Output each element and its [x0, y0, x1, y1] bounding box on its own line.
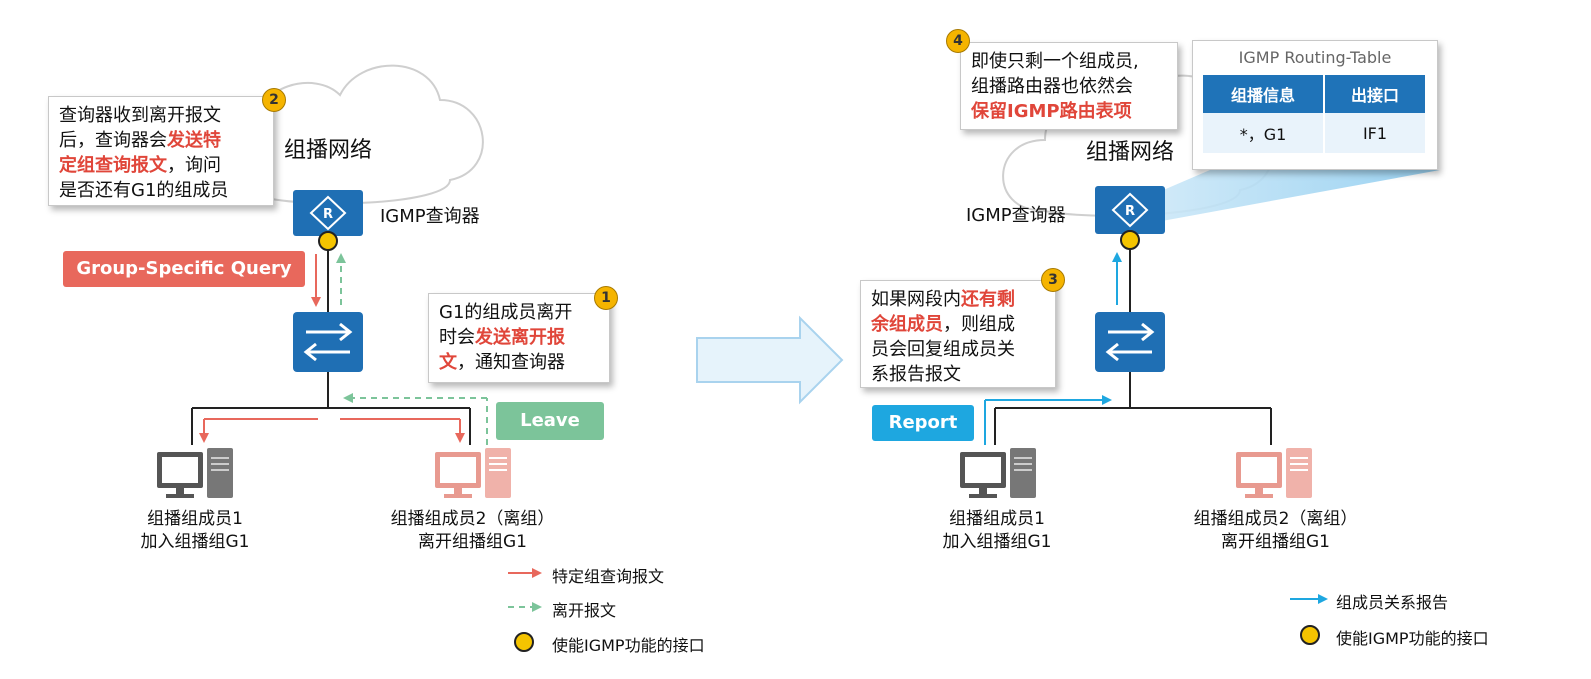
step-badge-3: 3 — [1041, 268, 1065, 292]
callout1-line3: 文，通知查询器 — [439, 350, 599, 375]
left-host1-computer-icon — [157, 448, 233, 498]
callout1-line2a: 时会 — [439, 327, 475, 348]
callout1-line1: G1的组成员离开 — [439, 302, 573, 323]
routing-table-header-interface: 出接口 — [1324, 75, 1425, 113]
left-switch — [293, 312, 363, 372]
leave-tag: Leave — [496, 402, 604, 440]
callout2-line3b: ，询问 — [167, 155, 221, 176]
callout1-line2b: 发送离开报 — [475, 327, 565, 348]
callout3-line1: 如果网段内还有剩 — [871, 287, 1045, 312]
table-row: *，G1 IF1 — [1203, 113, 1425, 153]
callout2-line3a: 定组查询报文 — [59, 155, 167, 176]
callout2-line1: 查询器收到离开报文 — [59, 105, 221, 126]
right-router: R — [1095, 186, 1165, 234]
callout2-line4: 是否还有G1的组成员 — [59, 180, 229, 201]
callout3-line2: 余组成员，则组成 — [871, 312, 1045, 337]
step-badge-2: 2 — [262, 88, 286, 112]
left-host1-line1: 组播组成员1 — [147, 509, 243, 529]
legend-right-igmp-label: 使能IGMP功能的接口 — [1336, 629, 1489, 648]
callout2-line2b: 发送特 — [167, 130, 221, 151]
right-switch — [1095, 312, 1165, 372]
callout3-line1a: 如果网段内 — [871, 289, 961, 310]
right-callout-4: 即使只剩一个组成员, 组播路由器也依然会 保留IGMP路由表项 — [960, 42, 1178, 130]
routing-table-cell-group: *，G1 — [1203, 113, 1325, 153]
callout4-line3: 保留IGMP路由表项 — [971, 101, 1132, 122]
right-host2-line2: 离开组播组G1 — [1221, 532, 1330, 552]
legend-left-gsq-label: 特定组查询报文 — [552, 567, 665, 586]
routing-table-cell-interface: IF1 — [1324, 113, 1425, 153]
callout3-line2a: 余组成员 — [871, 314, 943, 335]
svg-text:R: R — [1125, 204, 1135, 219]
callout3-line3: 员会回复组成员关 — [871, 339, 1015, 360]
routing-table-header-group: 组播信息 — [1203, 75, 1325, 113]
left-host1-line2: 加入组播组G1 — [140, 532, 250, 552]
legend-right-report-label: 组成员关系报告 — [1336, 593, 1449, 612]
routing-table-title: IGMP Routing-Table — [1238, 48, 1392, 67]
right-network-label: 组播网络 — [1086, 140, 1175, 165]
legend-left-igmp-dot — [514, 632, 534, 652]
left-host2-line1: 组播组成员2（离组） — [390, 509, 555, 529]
legend-left-leave-label: 离开报文 — [552, 601, 617, 620]
left-callout-2: 查询器收到离开报文 后，查询器会发送特 定组查询报文，询问 是否还有G1的组成员 — [48, 96, 274, 206]
step-badge-1: 1 — [594, 286, 618, 310]
callout1-line2: 时会发送离开报 — [439, 325, 599, 350]
legend-right-igmp-dot — [1300, 625, 1320, 645]
callout2-line2a: 后，查询器会 — [59, 130, 167, 151]
right-igmp-interface — [1120, 230, 1140, 250]
right-host1-computer-icon — [960, 448, 1036, 498]
callout3-line1b: 还有剩 — [961, 289, 1015, 310]
right-host1-line2: 加入组播组G1 — [942, 532, 1052, 552]
left-network-label: 组播网络 — [284, 138, 373, 163]
right-callout-3: 如果网段内还有剩 余组成员，则组成 员会回复组成员关 系报告报文 — [860, 280, 1056, 388]
transition-arrow — [696, 315, 844, 405]
callout3-line4: 系报告报文 — [871, 364, 961, 385]
callout4-line2: 组播路由器也依然会 — [971, 76, 1133, 97]
right-host1-caption: 组播组成员1 加入组播组G1 — [902, 508, 1092, 554]
callout3-line2b: ，则组成 — [943, 314, 1015, 335]
routing-table-grid: 组播信息 出接口 *，G1 IF1 — [1203, 75, 1425, 153]
left-igmp-interface — [318, 231, 338, 251]
right-host2-computer-icon — [1236, 448, 1312, 498]
report-tag: Report — [872, 405, 974, 441]
left-host2-line2: 离开组播组G1 — [418, 532, 527, 552]
left-host2-computer-icon — [435, 448, 511, 498]
step-badge-4: 4 — [946, 29, 970, 53]
igmp-routing-table: IGMP Routing-Table 组播信息 出接口 *，G1 IF1 — [1192, 40, 1438, 170]
left-callout-1: G1的组成员离开 时会发送离开报 文，通知查询器 — [428, 293, 610, 383]
legend-left-igmp-label: 使能IGMP功能的接口 — [552, 636, 705, 655]
left-host2-caption: 组播组成员2（离组） 离开组播组G1 — [365, 508, 580, 554]
left-querier-label: IGMP查询器 — [380, 206, 480, 227]
callout2-line3: 定组查询报文，询问 — [59, 153, 263, 178]
right-host2-caption: 组播组成员2（离组） 离开组播组G1 — [1168, 508, 1383, 554]
callout2-line2: 后，查询器会发送特 — [59, 128, 263, 153]
routing-table-beam — [1140, 170, 1440, 225]
svg-text:R: R — [323, 207, 333, 222]
left-host1-caption: 组播组成员1 加入组播组G1 — [100, 508, 290, 554]
right-host1-line1: 组播组成员1 — [949, 509, 1045, 529]
left-router: R — [293, 190, 363, 236]
right-host2-line1: 组播组成员2（离组） — [1193, 509, 1358, 529]
callout1-line3b: ，通知查询器 — [457, 352, 565, 373]
group-specific-query-tag: Group-Specific Query — [63, 251, 305, 287]
callout1-line3a: 文 — [439, 352, 457, 373]
callout4-line1: 即使只剩一个组成员, — [971, 51, 1139, 72]
right-querier-label: IGMP查询器 — [966, 205, 1066, 226]
